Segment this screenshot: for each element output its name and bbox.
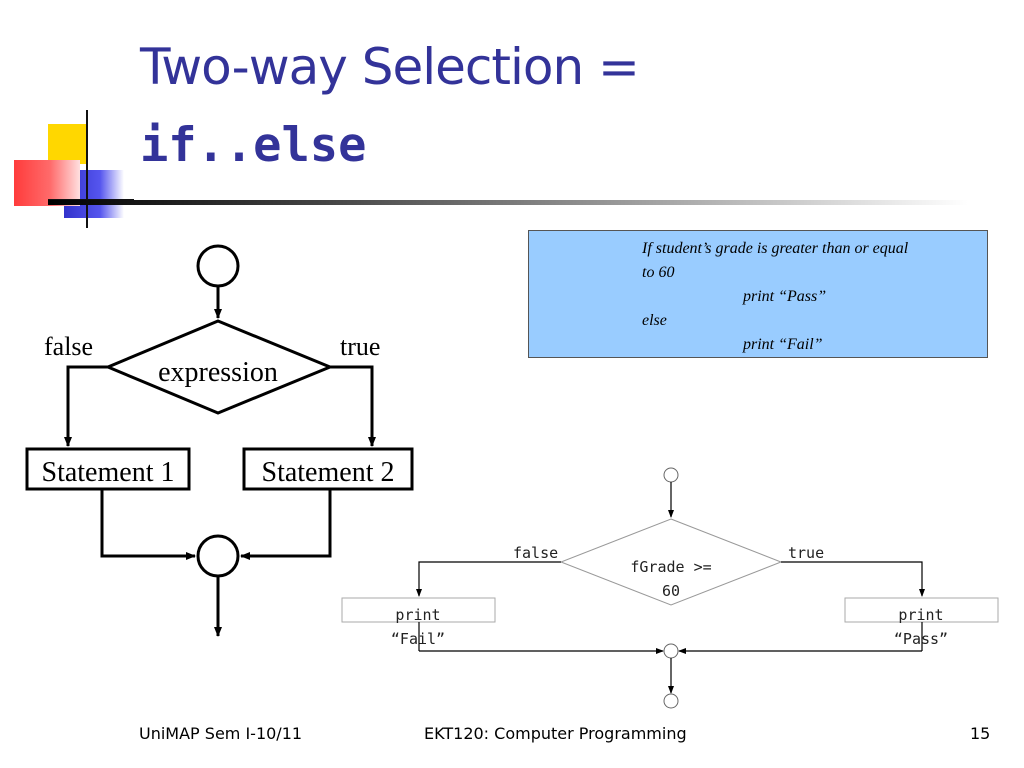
statement-2-label: Statement 2 — [262, 457, 395, 488]
start-node — [196, 244, 240, 288]
example-end-node — [663, 693, 679, 709]
example-print-fail-box — [341, 597, 496, 623]
example-print-pass-line-1: print — [898, 606, 943, 624]
decor-vertical-line — [86, 110, 88, 228]
pseudocode-line-3: print “Pass” — [743, 288, 827, 305]
statement-2-merge-arrow — [240, 489, 332, 560]
example-print-fail-line-1: print — [395, 606, 440, 624]
footer-course-session: UniMAP Sem I-10/11 — [139, 724, 303, 743]
statement-1-merge-arrow — [100, 489, 196, 560]
statement-1-box — [25, 447, 191, 491]
example-true-arrow — [781, 561, 925, 597]
generic-flowchart: expression false true Statement 1 Statem… — [25, 244, 414, 637]
example-false-arrow — [416, 561, 561, 597]
statement-1-label: Statement 1 — [42, 457, 175, 488]
pseudocode-line-5: print “Fail” — [743, 336, 823, 353]
example-false-label: false — [513, 544, 558, 562]
true-branch-label: true — [340, 332, 380, 361]
example-merge-node — [663, 643, 679, 659]
slide-title: Two-way Selection = — [140, 38, 640, 96]
false-branch-arrow — [64, 365, 108, 447]
true-branch-arrow — [330, 365, 376, 447]
example-print-pass-box — [844, 597, 999, 623]
merge-node — [196, 534, 240, 578]
pseudocode-box: If student’s grade is greater than or eq… — [528, 230, 988, 358]
title-underline-rule — [48, 200, 968, 205]
pseudocode-line-2: to 60 — [642, 264, 675, 281]
pseudocode-line-4: else — [642, 312, 667, 329]
example-flowchart: fGrade >= 60 false true print “Fail” pri… — [341, 467, 999, 709]
example-condition-line-1: fGrade >= — [630, 558, 711, 576]
footer-page-number: 15 — [970, 724, 991, 743]
footer-course-title: EKT120: Computer Programming — [424, 724, 687, 743]
false-branch-label: false — [44, 332, 93, 361]
statement-2-box — [242, 447, 414, 491]
example-start-node — [663, 467, 679, 483]
example-print-fail-line-2: “Fail” — [391, 630, 445, 648]
example-print-pass-line-2: “Pass” — [894, 630, 948, 648]
example-decision-diamond — [559, 518, 783, 606]
decor-red-square — [14, 160, 80, 206]
example-condition-line-2: 60 — [662, 582, 680, 600]
slide-title-code: if..else — [140, 118, 367, 173]
decor-yellow-square — [48, 124, 88, 164]
decision-diamond — [104, 319, 334, 415]
example-true-label: true — [788, 544, 824, 562]
decision-condition: expression — [158, 357, 278, 388]
pseudocode-line-1: If student’s grade is greater than or eq… — [642, 240, 909, 257]
